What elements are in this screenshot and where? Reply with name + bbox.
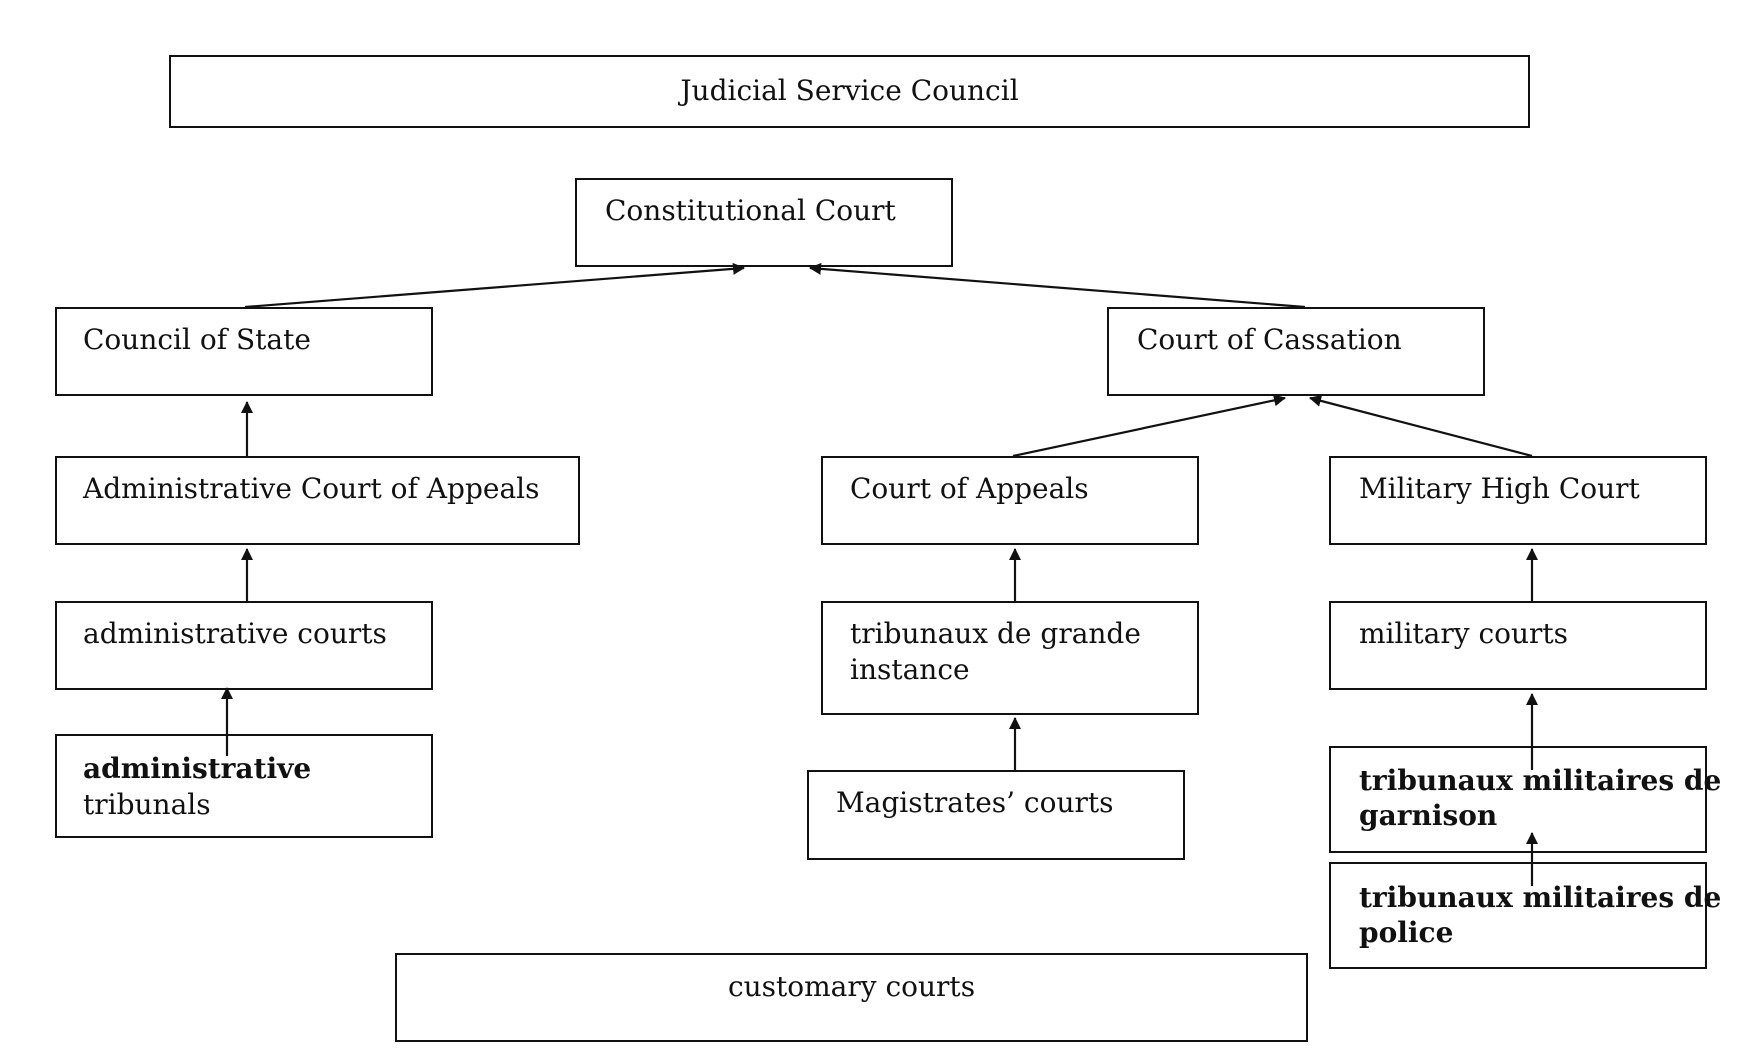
constitutional-court-box: Constitutional Court (575, 178, 953, 267)
administrative-court-of-appeals-box: Administrative Court of Appeals (55, 456, 580, 545)
court-of-appeals-box: Court of Appeals (821, 456, 1199, 545)
administrative-tribunals-line1: administrative (83, 752, 312, 785)
tribunaux-militaires-de-garnison-box: tribunaux militaires de garnison (1329, 746, 1721, 853)
administrative-court-of-appeals-label: Administrative Court of Appeals (83, 472, 540, 505)
tribunaux-militaires-de-police-box: tribunaux militaires de police (1329, 862, 1721, 969)
council-of-state-label: Council of State (83, 323, 311, 356)
tribunaux-militaires-de-police-line2: police (1359, 916, 1454, 949)
customary-courts-label: customary courts (727, 970, 976, 1003)
court-of-cassation-box: Court of Cassation (1107, 307, 1485, 396)
court-of-cassation-label: Court of Cassation (1137, 323, 1402, 356)
military-courts-label: military courts (1359, 617, 1569, 650)
judicial-service-council-box: Judicial Service Council (169, 55, 1530, 128)
tribunaux-militaires-de-garnison-line2: garnison (1359, 799, 1498, 832)
military-high-court-box: Military High Court (1329, 456, 1707, 545)
council-of-state-box: Council of State (55, 307, 433, 396)
court-of-appeals-label: Court of Appeals (850, 472, 1089, 505)
tribunaux-militaires-de-police-line1: tribunaux militaires de (1359, 881, 1722, 914)
constitutional-court-label: Constitutional Court (605, 194, 896, 227)
military-courts-box: military courts (1329, 601, 1707, 690)
administrative-tribunals-line2: tribunals (83, 788, 211, 821)
arrow-court-of-appeals-to-court-of-cassation (1012, 394, 1286, 458)
magistrates-courts-label: Magistrates’ courts (836, 786, 1114, 819)
administrative-courts-box: administrative courts (55, 601, 433, 690)
tribunaux-de-grande-instance-line1: tribunaux de grande (850, 617, 1141, 650)
arrow-court-of-cassation-to-constitutional-court (809, 262, 1306, 309)
tribunaux-de-grande-instance-box: tribunaux de grande instance (821, 601, 1199, 715)
judicial-service-council-label: Judicial Service Council (680, 74, 1019, 107)
tribunaux-de-grande-instance-line2: instance (850, 653, 970, 686)
administrative-tribunals-box: administrative tribunals (55, 734, 433, 838)
tribunaux-militaires-de-garnison-line1: tribunaux militaires de (1359, 764, 1722, 797)
arrow-council-of-state-to-constitutional-court (244, 262, 745, 309)
customary-courts-box: customary courts (395, 953, 1308, 1042)
magistrates-courts-box: Magistrates’ courts (807, 770, 1185, 860)
administrative-courts-label: administrative courts (83, 617, 387, 650)
arrow-military-high-court-to-court-of-cassation (1309, 394, 1533, 458)
military-high-court-label: Military High Court (1359, 472, 1640, 505)
